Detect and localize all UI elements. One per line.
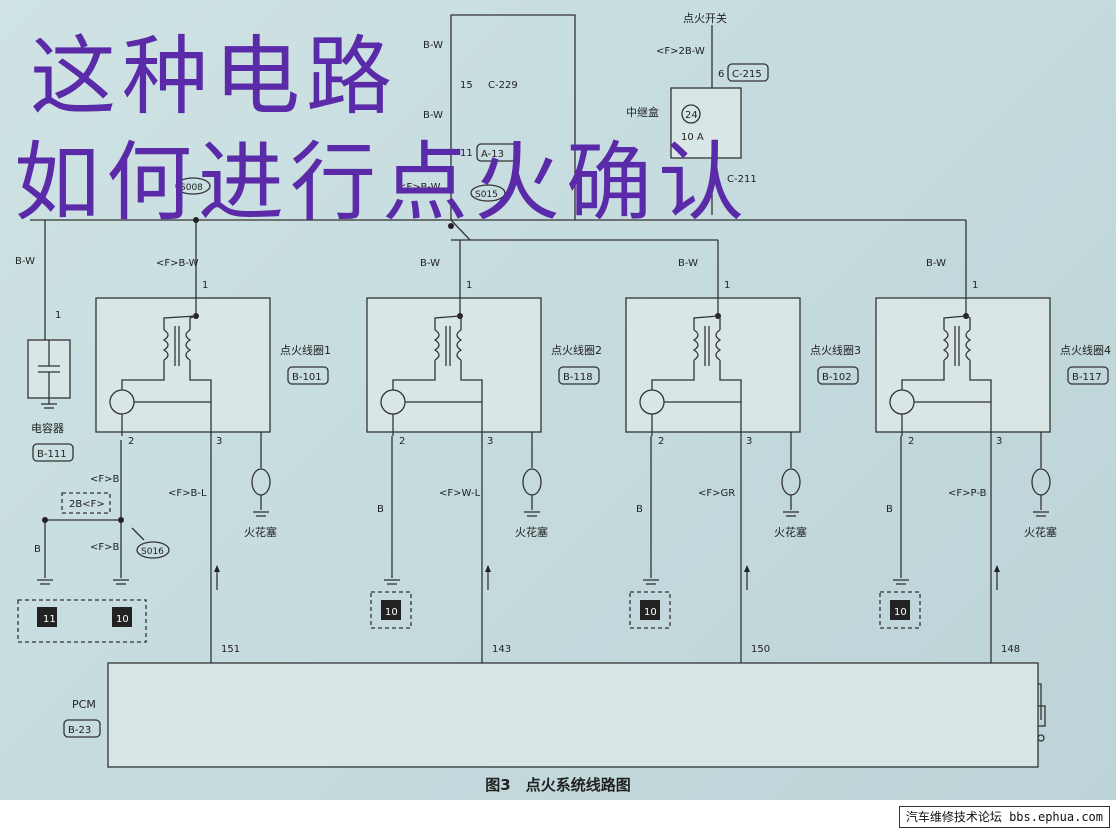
relay-box-label: 中继盒 xyxy=(626,105,659,119)
capacitor-code-tag xyxy=(32,443,74,462)
connector-a13-tag xyxy=(476,143,518,162)
figure-caption: 图3 点火系统线路图 xyxy=(485,776,631,794)
ground1-wire: <F>B xyxy=(90,474,120,485)
connector-c215: C-215 xyxy=(732,69,762,80)
ground-wire: B xyxy=(886,504,893,515)
splice-s015-label: S015 xyxy=(475,190,498,200)
splice-s008-label: S008 xyxy=(180,183,203,193)
ground-10: 10 xyxy=(116,614,129,625)
coil-pin-3: 3 xyxy=(487,436,493,447)
coil-signal-wire: <F>GR xyxy=(698,488,735,499)
ground1-wire2: <F>B xyxy=(90,542,120,553)
wire-bw-top: B-W xyxy=(423,40,443,51)
capacitor-group xyxy=(27,339,71,409)
coil-pin-3: 3 xyxy=(746,436,752,447)
circuit-schematic: 点火开关 B-W <F>2B-W 6 C-215 中继盒 24 10 A C-2… xyxy=(15,11,1111,768)
coil-pin-1: 1 xyxy=(724,280,730,291)
coil-feed-wire: B-W xyxy=(926,258,946,269)
overlay-title-line1: 这种电路 xyxy=(30,27,398,127)
coil-pin-2: 2 xyxy=(908,436,914,447)
coil-pin-3: 3 xyxy=(216,436,222,447)
coil-feed-wire: B-W xyxy=(420,258,440,269)
pcm-pin: 148 xyxy=(1001,644,1020,655)
coil-signal-wire: <F>P-B xyxy=(948,488,987,499)
fuse-rating: 10 A xyxy=(681,132,704,143)
ground1-connector: 2B<F> xyxy=(69,499,105,510)
spark-plug-label: 火花塞 xyxy=(515,525,548,539)
coil-pin-1: 1 xyxy=(466,280,472,291)
capacitor-code: B-111 xyxy=(37,449,67,460)
coil-name: 点火线圈2 xyxy=(551,343,602,357)
coil-name: 点火线圈4 xyxy=(1060,343,1111,357)
ignition-switch-label: 点火开关 xyxy=(683,11,727,25)
relay-box xyxy=(670,87,742,159)
pcm-pin: 150 xyxy=(751,644,770,655)
coil-name: 点火线圈1 xyxy=(280,343,331,357)
splice-s015 xyxy=(448,223,454,229)
connector-a13: A-13 xyxy=(481,149,504,160)
pcm-box xyxy=(107,662,1039,768)
connector-c229: C-229 xyxy=(488,80,518,91)
connector-c211: C-211 xyxy=(727,174,757,185)
coil-code: B-102 xyxy=(822,372,852,383)
splice-s008 xyxy=(193,217,199,223)
wire-bw-mid: B-W xyxy=(423,110,443,121)
fuse-number-circle xyxy=(681,104,701,124)
spark-plug-label: 火花塞 xyxy=(1024,525,1057,539)
capacitor-label: 电容器 xyxy=(31,421,64,435)
coil-code: B-117 xyxy=(1072,372,1102,383)
coil-signal-wire: <F>B-L xyxy=(168,488,207,499)
ground-group-1 xyxy=(17,440,147,643)
coil-pin-1: 1 xyxy=(202,280,208,291)
pin-11: 11 xyxy=(460,148,473,159)
pcm-code: B-23 xyxy=(68,725,91,736)
coil-pin-2: 2 xyxy=(658,436,664,447)
forum-watermark: 汽车维修技术论坛 bbs.ephua.com xyxy=(898,806,1110,828)
coil-signal-wire: <F>W-L xyxy=(439,488,481,499)
pcm-code-tag xyxy=(63,719,101,738)
ground-10: 10 xyxy=(385,607,398,618)
top-supply-wiring xyxy=(30,14,967,340)
ground-wire: B xyxy=(636,504,643,515)
splice-s016: S016 xyxy=(141,547,164,557)
wire-fbw-mid: <F>B-W xyxy=(398,182,441,193)
splice-s015-tag xyxy=(470,184,506,202)
splice-s008-tag xyxy=(175,177,211,195)
ground-10: 10 xyxy=(644,607,657,618)
spark-plug-label: 火花塞 xyxy=(774,525,807,539)
coil-pin-1: 1 xyxy=(972,280,978,291)
ground1-wire3: B xyxy=(34,544,41,555)
ground-10: 10 xyxy=(894,607,907,618)
connector-c215-tag xyxy=(727,63,769,82)
pin-6: 6 xyxy=(718,69,724,80)
splice-s016-tag xyxy=(136,541,170,559)
coil-pin-2: 2 xyxy=(399,436,405,447)
coil-name: 点火线圈3 xyxy=(810,343,861,357)
coil-code: B-101 xyxy=(292,372,322,383)
pcm-pin: 143 xyxy=(492,644,511,655)
pcm-pin: 151 xyxy=(221,644,240,655)
coil-feed-wire: B-W xyxy=(678,258,698,269)
coil-pin-3: 3 xyxy=(996,436,1002,447)
fuse-number: 24 xyxy=(685,110,698,121)
coil-pin-2: 2 xyxy=(128,436,134,447)
ground-wire: B xyxy=(377,504,384,515)
capacitor-pin: 1 xyxy=(55,310,61,321)
spark-plug-label: 火花塞 xyxy=(244,525,277,539)
wire-f2bw: <F>2B-W xyxy=(656,46,705,57)
overlay-title-line2: 如何进行点火确认 xyxy=(14,133,750,233)
coil-code: B-118 xyxy=(563,372,593,383)
coil-feed-wire: <F>B-W xyxy=(156,258,199,269)
capacitor-wire: B-W xyxy=(15,256,35,267)
ground-11: 11 xyxy=(43,614,56,625)
pin-15: 15 xyxy=(460,80,473,91)
pcm-label: PCM xyxy=(72,698,96,711)
